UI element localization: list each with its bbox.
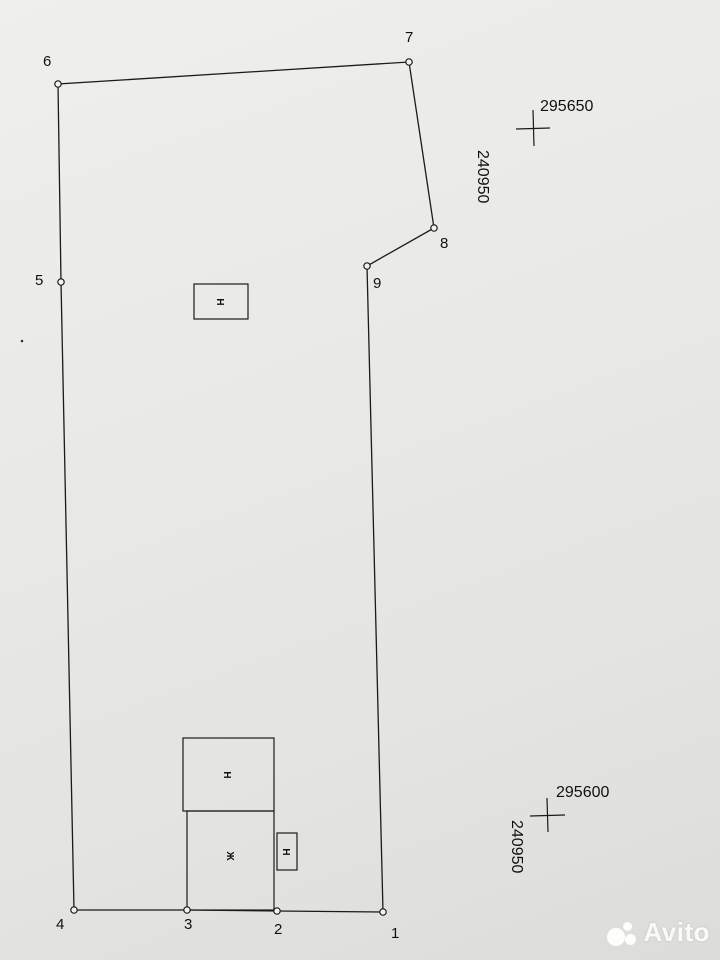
grid-mark-top: 295650 240950 (474, 98, 593, 203)
vertex-6 (54, 80, 62, 88)
building-top-label: Н (214, 298, 225, 305)
grid-mark-top-x: 295650 (540, 98, 593, 115)
avito-watermark-text: Avito (643, 917, 710, 947)
vertex-label-5: 5 (35, 272, 43, 289)
plot-boundary (57, 61, 435, 913)
vertex-label-7: 7 (405, 29, 413, 46)
vertex-9 (363, 262, 371, 270)
vertex-label-4: 4 (56, 916, 64, 933)
building-house-zh: Ж (186, 810, 275, 911)
vertex-label-3: 3 (184, 916, 192, 933)
avito-logo-icon (607, 920, 637, 946)
building-small-n: Н (276, 832, 298, 871)
building-top: Н (193, 283, 249, 320)
vertex-3 (183, 906, 191, 914)
vertex-label-1: 1 (391, 925, 399, 942)
vertex-5 (57, 278, 65, 286)
stray-dot (20, 339, 24, 343)
grid-mark-top-y: 240950 (474, 150, 491, 203)
building-house-zh-label: Ж (224, 850, 235, 861)
vertex-8 (430, 224, 438, 232)
vertex-markers (54, 58, 438, 916)
vertex-7 (405, 58, 413, 66)
building-outbuilding-n: Н (182, 737, 275, 812)
vertex-2 (273, 907, 281, 915)
vertex-label-9: 9 (373, 275, 381, 292)
building-small-n-label: Н (280, 848, 291, 855)
vertex-4 (70, 906, 78, 914)
grid-mark-bottom-y: 240950 (508, 820, 525, 873)
avito-watermark: Avito (607, 917, 710, 948)
vertex-label-6: 6 (43, 53, 51, 70)
grid-mark-bottom: 295600 240950 (508, 784, 609, 873)
vertex-1 (379, 908, 387, 916)
vertex-label-8: 8 (440, 235, 448, 252)
building-outbuilding-n-label: Н (221, 771, 232, 778)
grid-mark-bottom-x: 295600 (556, 784, 609, 801)
vertex-label-2: 2 (274, 921, 282, 938)
